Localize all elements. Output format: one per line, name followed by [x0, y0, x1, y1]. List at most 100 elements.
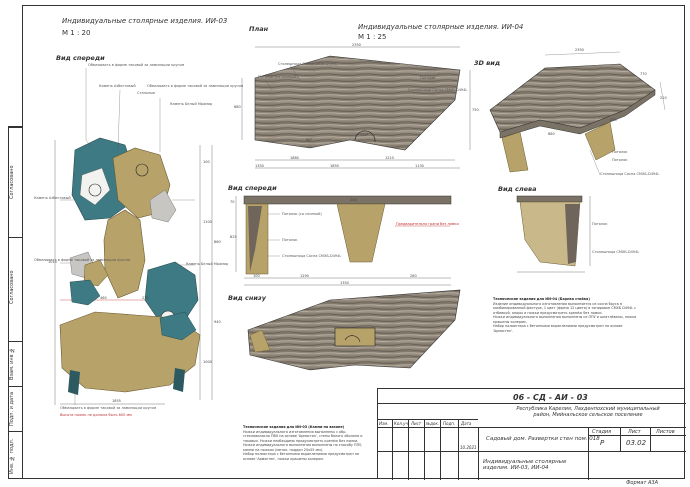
leftside-note-1: Потолок [592, 222, 608, 226]
tech-left-line-2: Ножки индивидуального выполнения выполне… [243, 443, 363, 452]
right-title: Индивидуальные столярные изделия. ИИ-04 [358, 23, 524, 31]
tech-right: Технические задания для ИИ-04 (Барная ст… [493, 297, 643, 333]
stage-header: Стадия [592, 429, 612, 435]
format-label: Формат А3А [626, 480, 658, 486]
plan-note-3: Потолок [420, 76, 436, 80]
left-dim-3: 100 [203, 160, 210, 164]
plan-dim-9: 110° [360, 133, 369, 137]
plan-dim-10: 80° [306, 138, 313, 142]
sheet-value: 03.02 [626, 439, 647, 447]
left-note-6: Камень Азбестовый [34, 196, 71, 200]
drawing-frame [22, 5, 685, 479]
plan-label: План [249, 25, 269, 33]
front-dim-2: 825 [230, 235, 237, 239]
iso-view-label: 3D вид [474, 59, 501, 67]
tech-right-heading: Технические задания для ИИ-04 (Барная ст… [493, 297, 590, 301]
left-note-1: Обмазывать в форме таковой за ламинации … [88, 63, 185, 67]
left-dim-2: 1100 [203, 220, 212, 224]
bottom-view-label: Вид снизу [228, 294, 266, 302]
col-sheet: Лист [411, 421, 422, 426]
iso-note-2: Потолок [612, 158, 628, 162]
left-note-7: Обмазывать в форме таковой за ламинации … [34, 258, 131, 262]
left-view-label: Вид спереди [56, 54, 105, 62]
left-note-8: Камень Белый Мрамор [186, 262, 229, 266]
plan-dim-1: 2350 [352, 43, 361, 47]
iso-dim-1: 2350 [575, 48, 584, 52]
plan-dim-7: 1130 [415, 164, 424, 168]
front-view-label: Вид спереди [228, 184, 277, 192]
side-stamp: Согласовано Согласовано Взам. инв № Подп… [8, 126, 23, 479]
left-dim-7: 460 [100, 296, 107, 300]
title-block: 06 - СД - АИ - 03 Республика Карелия, Ла… [377, 388, 686, 480]
left-scale: М 1 : 20 [62, 29, 91, 37]
left-dim-1: 1015 [48, 260, 57, 264]
col-doc: №док. [426, 421, 440, 426]
left-dim-5: 940 [214, 320, 221, 324]
project-address: Республика Карелия, Лахденпохский муници… [516, 406, 660, 418]
tech-right-line-3: Набор полиэстера с бетонными вкраплениям… [493, 324, 623, 333]
front-dim-7: 280 [410, 274, 417, 278]
project-code: 06 - СД - АИ - 03 [513, 393, 588, 402]
front-note-4: Предварительно грани без ломки [396, 222, 459, 226]
date-value: 10.2021 [460, 445, 477, 450]
iso-dim-2: 770 [640, 72, 647, 76]
col-date: Дата [461, 421, 472, 426]
iso-dim-5: 860 [548, 132, 555, 136]
front-note-3: Столешница Сосна СМХБ-D494L [282, 254, 342, 258]
front-dim-1: 70 [230, 200, 235, 204]
left-note-9: Обмазывать в форме таковой за ламинации … [60, 406, 157, 410]
plan-note-1: Столешница Сосна СМХБ-D494L [278, 62, 338, 66]
front-note-2: Потолок [282, 238, 298, 242]
iso-note-1: Потолок [612, 150, 628, 154]
tech-left-line-3: Набор полиэстера с бетонными вкраплениям… [243, 452, 360, 461]
front-dim-3: 1350 [340, 281, 349, 285]
plan-dim-4: 1880 [290, 156, 299, 160]
left-note-3: Обмазывать в форме таковой за ламинации … [147, 84, 244, 88]
tech-left-line-1: Ножки индивидуального изготовления выпол… [243, 429, 363, 443]
left-note-2: Камень Азбестовый [99, 84, 136, 88]
plan-dim-5: 1210 [385, 156, 394, 160]
col-sign: Подп. [443, 421, 456, 426]
leftside-note-2: Столешница СМХБ-D494L [592, 250, 640, 254]
tech-right-line-2: Ножки индивидуального выполнения выполне… [493, 315, 637, 324]
tech-left: Технические задания для ИИ-03 (Камни на … [243, 425, 371, 461]
left-note-10: Высота ножек не должна быть 600 мм [60, 413, 132, 417]
front-dim-4: 1290 [300, 274, 309, 278]
plan-dim-8: 1350 [255, 164, 264, 168]
left-dim-9: 1855 [112, 399, 121, 403]
plan-note-2: Потолок (со спинкой) [258, 75, 298, 79]
stage-value: Р [600, 439, 605, 447]
left-note-4: Стальные [137, 91, 156, 95]
iso-note-3: Столешница Сосна СМХБ-D494L [600, 172, 660, 176]
plan-dim-2: 750 [472, 108, 479, 112]
sheet-title: Индивидуальные столярные изделия. ИИ-03,… [483, 459, 567, 471]
col-change: Изм. [379, 421, 389, 426]
plan-note-4: Столешница Сосна СМХБ-D494L [408, 88, 468, 92]
left-dim-4: 860 [214, 240, 221, 244]
tech-right-line-1: Изделие индивидуального изготовления вып… [493, 301, 637, 315]
leftside-view-label: Вид слева [498, 185, 537, 193]
iso-dim-4: 250 [610, 118, 617, 122]
col-qty: Кол.уч [394, 421, 408, 426]
left-note-5: Камень Белый Мрамор [170, 102, 213, 106]
sheets-header: Листов [656, 429, 675, 435]
left-dim-8: 270 [142, 296, 149, 300]
tech-left-heading: Технические задания для ИИ-03 (Камни на … [243, 425, 345, 429]
plan-dim-6: 1850 [330, 164, 339, 168]
left-title: Индивидуальные столярные изделия. ИИ-03 [62, 17, 228, 25]
front-note-1: Потолок (со спинкой) [282, 212, 322, 216]
left-dim-6: 1000 [203, 360, 212, 364]
front-dim-6: 100 [253, 274, 260, 278]
right-scale: М 1 : 25 [358, 33, 387, 41]
front-dim-5: 200 [350, 198, 357, 202]
sheet-header: Лист [628, 429, 641, 435]
house-title: Садовый дом. Развертки стен пом. 018 [486, 436, 600, 442]
iso-dim-3: 210 [660, 96, 667, 100]
plan-dim-3: 680 [234, 105, 241, 109]
